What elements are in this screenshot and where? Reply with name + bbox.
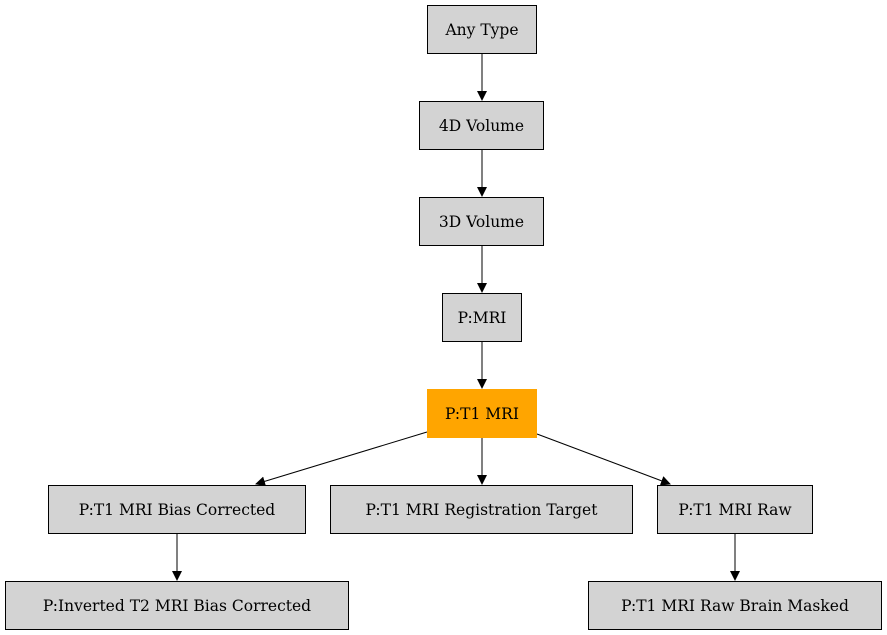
node-4d-volume: 4D Volume — [419, 101, 544, 150]
edge-p-t1-mri-to-raw — [536, 433, 671, 486]
node-p-mri: P:MRI — [442, 293, 522, 342]
node-3d-volume: 3D Volume — [419, 197, 544, 246]
node-t1-mri-raw: P:T1 MRI Raw — [657, 485, 813, 534]
edge-p-t1-mri-to-bias-corrected — [255, 431, 428, 487]
node-inverted-t2-mri-bias-corrected: P:Inverted T2 MRI Bias Corrected — [5, 581, 349, 630]
node-p-t1-mri: P:T1 MRI — [427, 389, 537, 438]
node-t1-mri-raw-brain-masked: P:T1 MRI Raw Brain Masked — [588, 581, 882, 630]
node-t1-mri-bias-corrected: P:T1 MRI Bias Corrected — [48, 485, 306, 534]
node-t1-mri-registration-target: P:T1 MRI Registration Target — [330, 485, 633, 534]
node-any-type: Any Type — [427, 5, 537, 54]
